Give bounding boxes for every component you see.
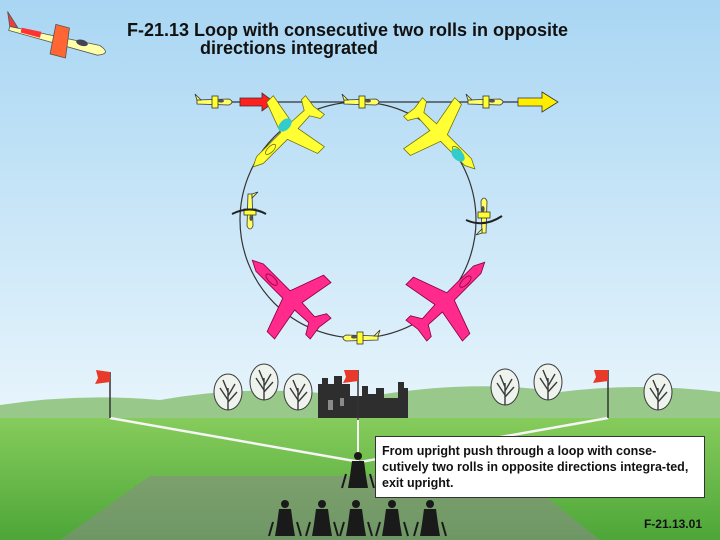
- tree-icon: [534, 364, 562, 400]
- tree-icon: [250, 364, 278, 400]
- tree-icon: [491, 369, 519, 405]
- figure-title-line-2: directions integrated: [200, 38, 378, 59]
- tree-icon: [644, 374, 672, 410]
- sky: [0, 0, 720, 420]
- tree-icon: [214, 374, 242, 410]
- description-box: From upright push through a loop with co…: [375, 436, 705, 498]
- tree-icon: [284, 374, 312, 410]
- figure-code: F-21.13.01: [644, 517, 702, 531]
